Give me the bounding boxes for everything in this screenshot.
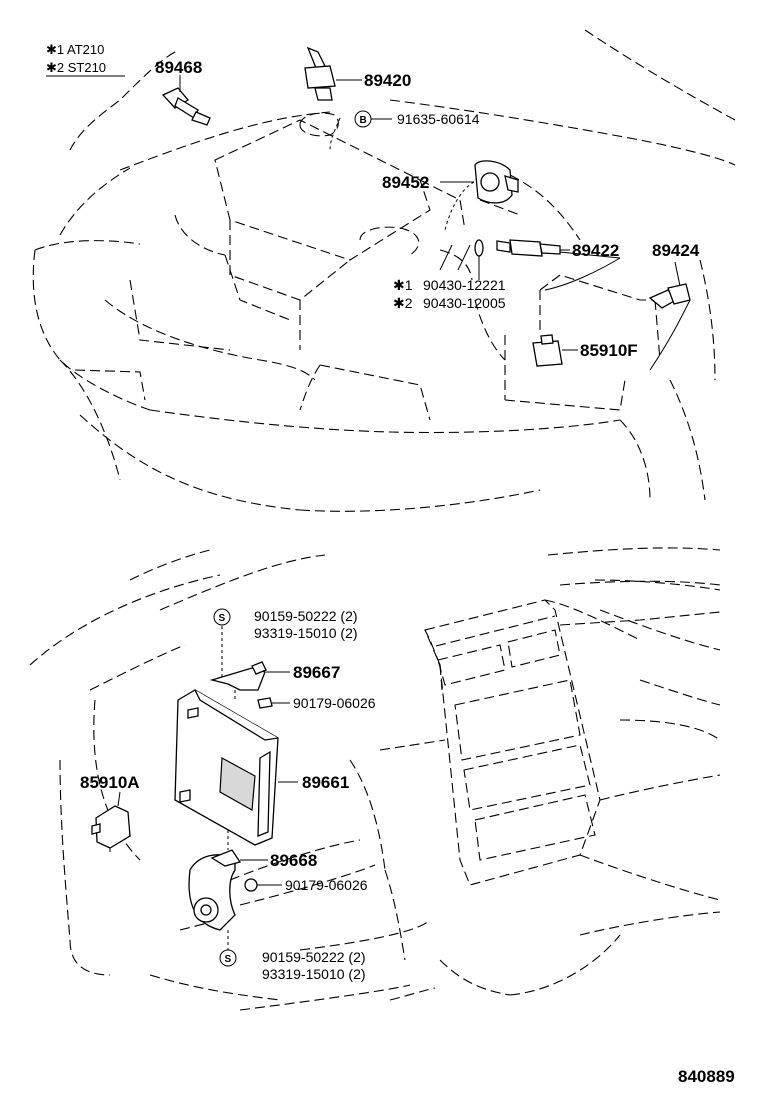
b-marker-icon bbox=[354, 110, 372, 128]
callout-93319-15010-bottom: 93319-15010 (2) bbox=[262, 966, 366, 982]
callout-91635-60614: 91635-60614 bbox=[397, 111, 480, 127]
diagram-code: 840889 bbox=[678, 1067, 735, 1086]
callout-85910f: 85910F bbox=[580, 341, 638, 360]
engine-bay-illustration bbox=[32, 29, 736, 512]
bolt-91635-illustration bbox=[329, 117, 392, 151]
callout-90179-06026-top: 90179-06026 bbox=[293, 695, 376, 711]
top-leader-lines bbox=[439, 244, 621, 291]
part-89452-illustration bbox=[440, 160, 519, 231]
callout-90159-50222-top: 90159-50222 (2) bbox=[254, 608, 358, 624]
callout-89661: 89661 bbox=[302, 773, 349, 792]
callout-89468: 89468 bbox=[155, 58, 202, 77]
s-marker-letter-bottom: S bbox=[225, 954, 232, 965]
bracket-89668-illustration bbox=[188, 830, 268, 950]
callout-89452: 89452 bbox=[382, 173, 429, 192]
top-callouts: 89468 89420 B 91635-60614 89452 89422 89… bbox=[155, 58, 700, 360]
s-marker-letter-top: S bbox=[219, 613, 226, 624]
part-89468-illustration bbox=[161, 75, 211, 126]
callout-85910a: 85910A bbox=[80, 773, 140, 792]
callout-93319-15010-top: 93319-15010 (2) bbox=[254, 625, 358, 641]
callout-89667: 89667 bbox=[293, 663, 340, 682]
callout-90159-50222-bottom: 90159-50222 (2) bbox=[262, 949, 366, 965]
s-marker-icon-top bbox=[213, 608, 231, 626]
dashboard-illustration bbox=[29, 547, 721, 1011]
legend: ✱1 AT210 ✱2 ST210 bbox=[46, 42, 125, 77]
callout-90430-mark-1: ✱1 bbox=[393, 277, 413, 293]
part-89422-illustration bbox=[474, 239, 570, 280]
legend-note-2: ✱2 ST210 bbox=[46, 60, 106, 75]
callout-90179-06026-bottom: 90179-06026 bbox=[285, 877, 368, 893]
callout-89668: 89668 bbox=[270, 851, 317, 870]
part-89424-illustration bbox=[648, 261, 691, 371]
nut-90179-bottom-illustration bbox=[244, 878, 282, 892]
bottom-callouts: S 90159-50222 (2) 93319-15010 (2) 89667 … bbox=[80, 608, 376, 982]
bracket-89667-illustration bbox=[209, 620, 290, 700]
callout-90430-mark-2: ✱2 bbox=[393, 295, 413, 311]
callout-90430-12005: 90430-12005 bbox=[423, 295, 506, 311]
ecu-89661-illustration bbox=[174, 689, 298, 846]
nut-90179-top-illustration bbox=[257, 697, 290, 709]
relay-85910a-illustration bbox=[91, 791, 131, 852]
callout-89422: 89422 bbox=[572, 241, 619, 260]
s-marker-icon-bottom bbox=[219, 949, 237, 967]
callout-89420: 89420 bbox=[364, 71, 411, 90]
part-89420-illustration bbox=[304, 46, 362, 101]
legend-note-1: ✱1 AT210 bbox=[46, 42, 104, 57]
b-marker-letter: B bbox=[360, 115, 367, 126]
relay-85910f-illustration bbox=[532, 334, 578, 367]
callout-89424: 89424 bbox=[652, 241, 700, 260]
callout-90430-12221: 90430-12221 bbox=[423, 277, 506, 293]
